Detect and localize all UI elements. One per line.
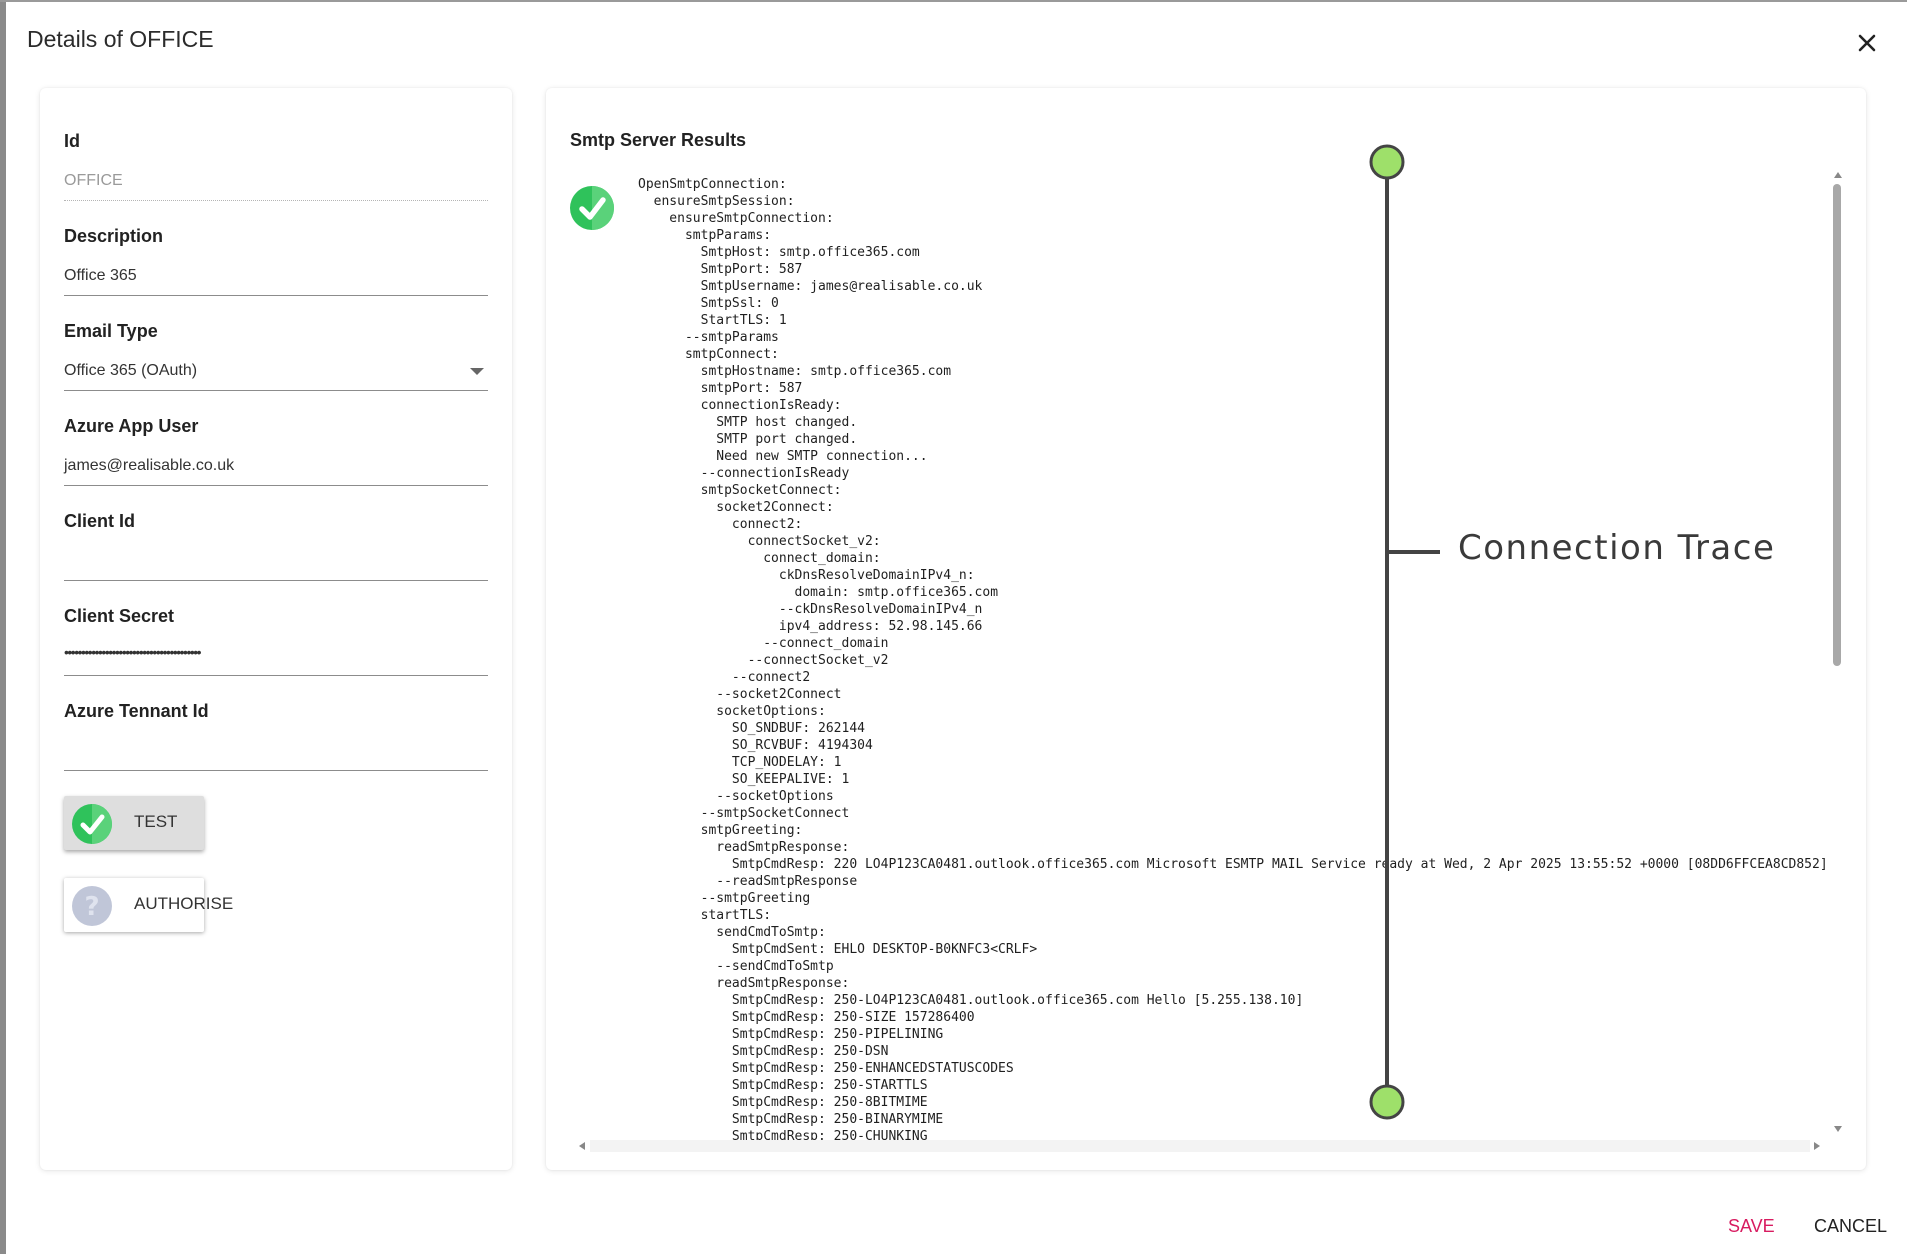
annotation-label: Connection Trace — [1458, 528, 1776, 568]
authorise-button-label: AUTHORISE — [134, 894, 234, 913]
client-secret-label: Client Secret — [64, 606, 175, 626]
close-button[interactable] — [1852, 28, 1882, 58]
description-label: Description — [64, 226, 164, 246]
test-button-label: TEST — [134, 812, 178, 831]
check-circle-icon — [570, 186, 614, 230]
save-button[interactable]: SAVE — [1728, 1216, 1775, 1236]
smtp-results-card: Smtp Server Results OpenSmtpConnection: … — [546, 88, 1866, 1170]
azure-app-user-field[interactable]: james@realisable.co.uk — [64, 457, 235, 474]
id-field-underline — [64, 200, 488, 201]
scroll-up-arrow-icon[interactable] — [1834, 172, 1842, 178]
svg-text:?: ? — [84, 892, 99, 922]
connection-trace-annotation — [1369, 144, 1440, 1120]
authorise-button[interactable]: ? AUTHORISE — [64, 878, 233, 932]
trace-text: OpenSmtpConnection: ensureSmtpSession: e… — [638, 177, 1828, 1144]
annotation-bottom-node — [1369, 1084, 1405, 1120]
azure-app-user-label: Azure App User — [64, 416, 199, 436]
email-type-select[interactable]: Office 365 (OAuth) — [64, 362, 198, 379]
id-field: OFFICE — [64, 172, 123, 189]
description-field[interactable]: Office 365 — [64, 267, 137, 284]
results-title: Smtp Server Results — [570, 130, 747, 150]
azure-tenant-id-underline — [64, 770, 488, 771]
id-label: Id — [64, 131, 80, 151]
dialog-top-border — [0, 0, 1907, 2]
client-secret-field[interactable]: •••••••••••••••••••••••••••••••••••••••• — [64, 644, 202, 660]
test-button[interactable]: TEST — [64, 796, 204, 850]
chevron-down-icon[interactable] — [470, 368, 484, 375]
azure-app-user-underline — [64, 485, 488, 486]
description-field-underline — [64, 295, 488, 296]
azure-tenant-id-label: Azure Tennant Id — [64, 701, 209, 721]
vertical-scrollbar-thumb[interactable] — [1833, 184, 1841, 666]
client-id-label: Client Id — [64, 511, 135, 531]
email-type-label: Email Type — [64, 321, 158, 341]
email-type-underline — [64, 390, 488, 391]
annotation-top-node — [1369, 144, 1405, 180]
check-circle-icon — [72, 804, 112, 844]
horizontal-scrollbar-track[interactable] — [590, 1140, 1810, 1152]
close-icon[interactable] — [1852, 28, 1882, 58]
scroll-down-arrow-icon[interactable] — [1834, 1126, 1842, 1132]
connection-trace-log[interactable]: OpenSmtpConnection: ensureSmtpSession: e… — [638, 176, 1828, 1144]
backdrop-edge — [0, 0, 6, 1254]
cancel-button[interactable]: CANCEL — [1814, 1216, 1888, 1236]
scroll-left-arrow-icon[interactable] — [579, 1142, 585, 1150]
client-id-underline — [64, 580, 488, 581]
settings-form-card: Id OFFICE Description Office 365 Email T… — [40, 88, 512, 1170]
dialog-title: Details of OFFICE — [27, 26, 214, 52]
question-circle-icon: ? — [72, 886, 112, 926]
scroll-right-arrow-icon[interactable] — [1814, 1142, 1820, 1150]
client-secret-underline — [64, 675, 488, 676]
